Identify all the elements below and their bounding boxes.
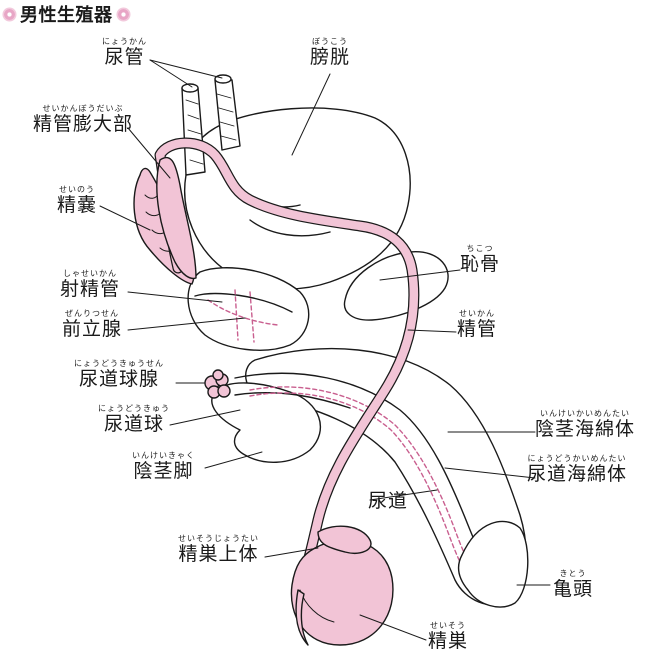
label-ampulla: せいかんぼうだいぶ精管膨大部 — [33, 104, 134, 135]
urethra-line — [249, 386, 496, 601]
prostate-shape — [187, 267, 310, 351]
leader-lines — [99, 59, 551, 641]
label-corpus-spongiosum: にょうどうかいめんたい尿道海綿体 — [527, 454, 628, 485]
label-crus: いんけいきゃく陰茎脚 — [132, 451, 195, 482]
label-pubis: ちこつ恥骨 — [460, 244, 501, 275]
pubis-shape — [343, 251, 449, 321]
label-corpus-cavernosum: いんけいかいめんたい陰茎海綿体 — [535, 409, 636, 440]
label-ureter: にょうかん尿管 — [102, 37, 147, 68]
label-glans: きとう亀頭 — [553, 569, 594, 600]
epididymis-shape — [317, 525, 372, 554]
label-bulbourethral-gland: にょうどうきゅうせん尿道球腺 — [74, 359, 164, 390]
label-vas-deferens: せいかん精管 — [457, 309, 498, 340]
diagram-title: 男性生殖器 — [20, 5, 113, 26]
bladder-shape — [184, 107, 411, 290]
label-urethral-bulb: にょうどうきゅう尿道球 — [98, 404, 170, 435]
ureter-tubes — [181, 74, 241, 176]
label-urethra: 尿道 — [368, 490, 409, 512]
label-prostate: ぜんりつせん前立腺 — [62, 309, 123, 340]
ampulla-shape — [156, 157, 197, 280]
bulbourethral-gland — [204, 369, 231, 399]
label-bladder: ぼうこう膀胱 — [310, 37, 351, 68]
flower-bullet-icon — [4, 8, 15, 20]
testis-shape — [290, 539, 394, 646]
label-ejaculatory-duct: しゃせいかん射精管 — [60, 269, 121, 300]
glans-shape — [457, 520, 529, 608]
label-testis: せいそう精巣 — [428, 621, 469, 652]
title-bar: 男性生殖器 — [4, 3, 129, 26]
label-seminal-vesicle: せいのう精嚢 — [57, 185, 98, 216]
flower-bullet-icon — [117, 8, 129, 20]
label-epididymis: せいそうじょうたい精巣上体 — [178, 534, 259, 565]
